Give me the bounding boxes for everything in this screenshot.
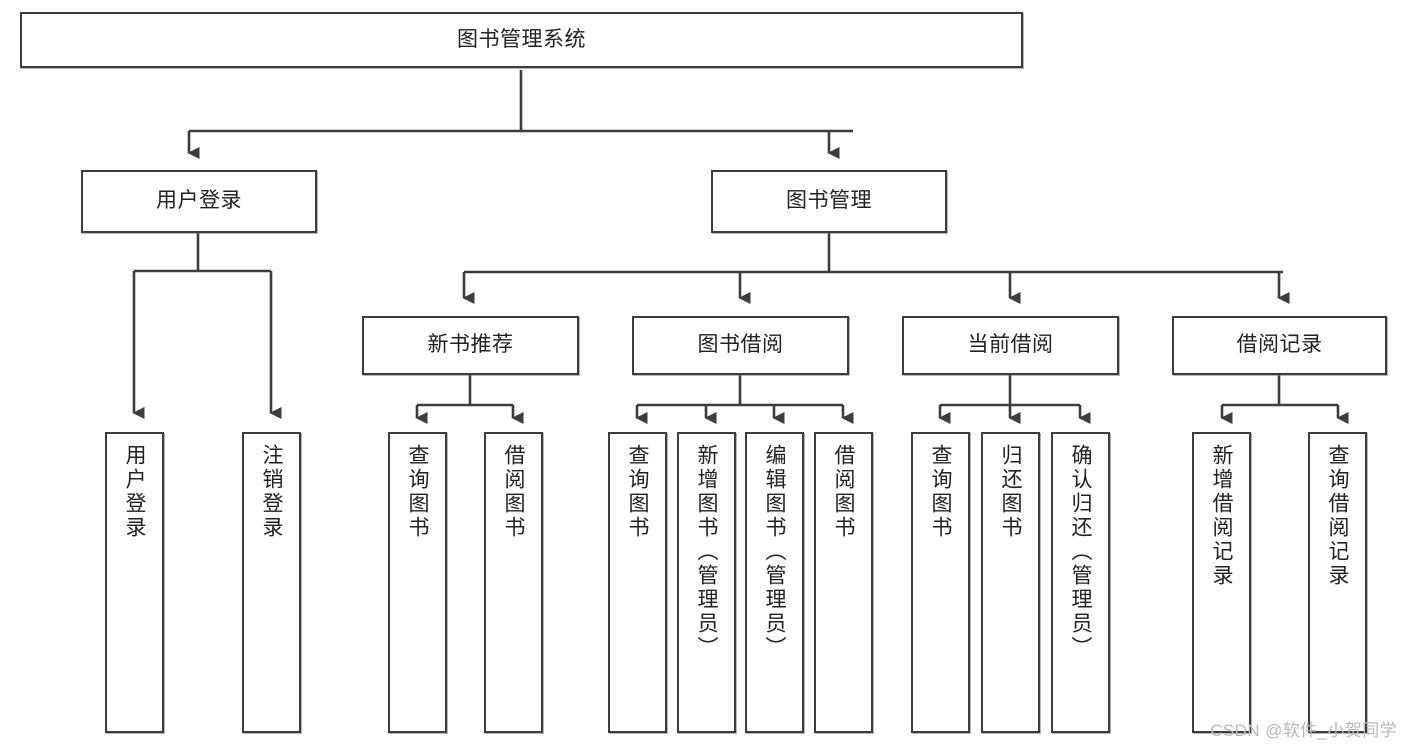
- node-current-borrow-label: 当前借阅: [967, 333, 1054, 357]
- node-leaf-user-login[interactable]: 用户登录: [105, 432, 164, 733]
- node-leaf-confirm-return[interactable]: 确认归还（管理员）: [1051, 432, 1110, 733]
- watermark-text: CSDN @软件_小贺同学: [1210, 721, 1397, 740]
- node-leaf-query-record-label: 查询借阅记录: [1326, 444, 1349, 588]
- node-leaf-query-book-2[interactable]: 查询图书: [608, 432, 667, 733]
- node-book-manage-label: 图书管理: [786, 189, 872, 213]
- node-current-borrow[interactable]: 当前借阅: [902, 316, 1119, 375]
- node-root[interactable]: 图书管理系统: [20, 12, 1023, 68]
- node-book-borrow[interactable]: 图书借阅: [632, 316, 849, 375]
- node-leaf-confirm-return-label: 确认归还（管理员）: [1069, 444, 1092, 660]
- node-new-book-recommend[interactable]: 新书推荐: [362, 316, 579, 375]
- node-leaf-return-book-label: 归还图书: [999, 444, 1022, 540]
- node-leaf-query-book-3[interactable]: 查询图书: [911, 432, 970, 733]
- node-leaf-query-book-2-label: 查询图书: [626, 444, 649, 540]
- node-leaf-add-record[interactable]: 新增借阅记录: [1192, 432, 1251, 733]
- node-leaf-borrow-book-1[interactable]: 借阅图书: [484, 432, 543, 733]
- node-leaf-logout-login[interactable]: 注销登录: [242, 432, 301, 733]
- node-leaf-logout-login-label: 注销登录: [260, 444, 283, 540]
- node-leaf-query-book-3-label: 查询图书: [929, 444, 952, 540]
- node-leaf-add-book[interactable]: 新增图书（管理员）: [677, 432, 736, 733]
- node-leaf-edit-book[interactable]: 编辑图书（管理员）: [745, 432, 804, 733]
- node-leaf-edit-book-label: 编辑图书（管理员）: [763, 444, 786, 660]
- node-root-label: 图书管理系统: [457, 27, 586, 51]
- node-leaf-query-book-1[interactable]: 查询图书: [388, 432, 447, 733]
- node-leaf-return-book[interactable]: 归还图书: [981, 432, 1040, 733]
- node-leaf-user-login-label: 用户登录: [123, 444, 146, 540]
- node-leaf-query-book-1-label: 查询图书: [406, 444, 429, 540]
- node-leaf-query-record[interactable]: 查询借阅记录: [1308, 432, 1367, 733]
- node-user-login-label: 用户登录: [156, 189, 242, 213]
- node-leaf-borrow-book-2[interactable]: 借阅图书: [814, 432, 873, 733]
- node-leaf-add-book-label: 新增图书（管理员）: [695, 444, 718, 660]
- node-borrow-record-label: 借阅记录: [1236, 333, 1323, 357]
- node-book-manage[interactable]: 图书管理: [711, 170, 947, 233]
- node-leaf-borrow-book-2-label: 借阅图书: [832, 444, 855, 540]
- node-leaf-add-record-label: 新增借阅记录: [1210, 444, 1233, 588]
- node-borrow-record[interactable]: 借阅记录: [1172, 316, 1387, 375]
- node-leaf-borrow-book-1-label: 借阅图书: [502, 444, 525, 540]
- node-new-book-recommend-label: 新书推荐: [427, 333, 514, 357]
- node-user-login[interactable]: 用户登录: [81, 170, 317, 233]
- node-book-borrow-label: 图书借阅: [697, 333, 784, 357]
